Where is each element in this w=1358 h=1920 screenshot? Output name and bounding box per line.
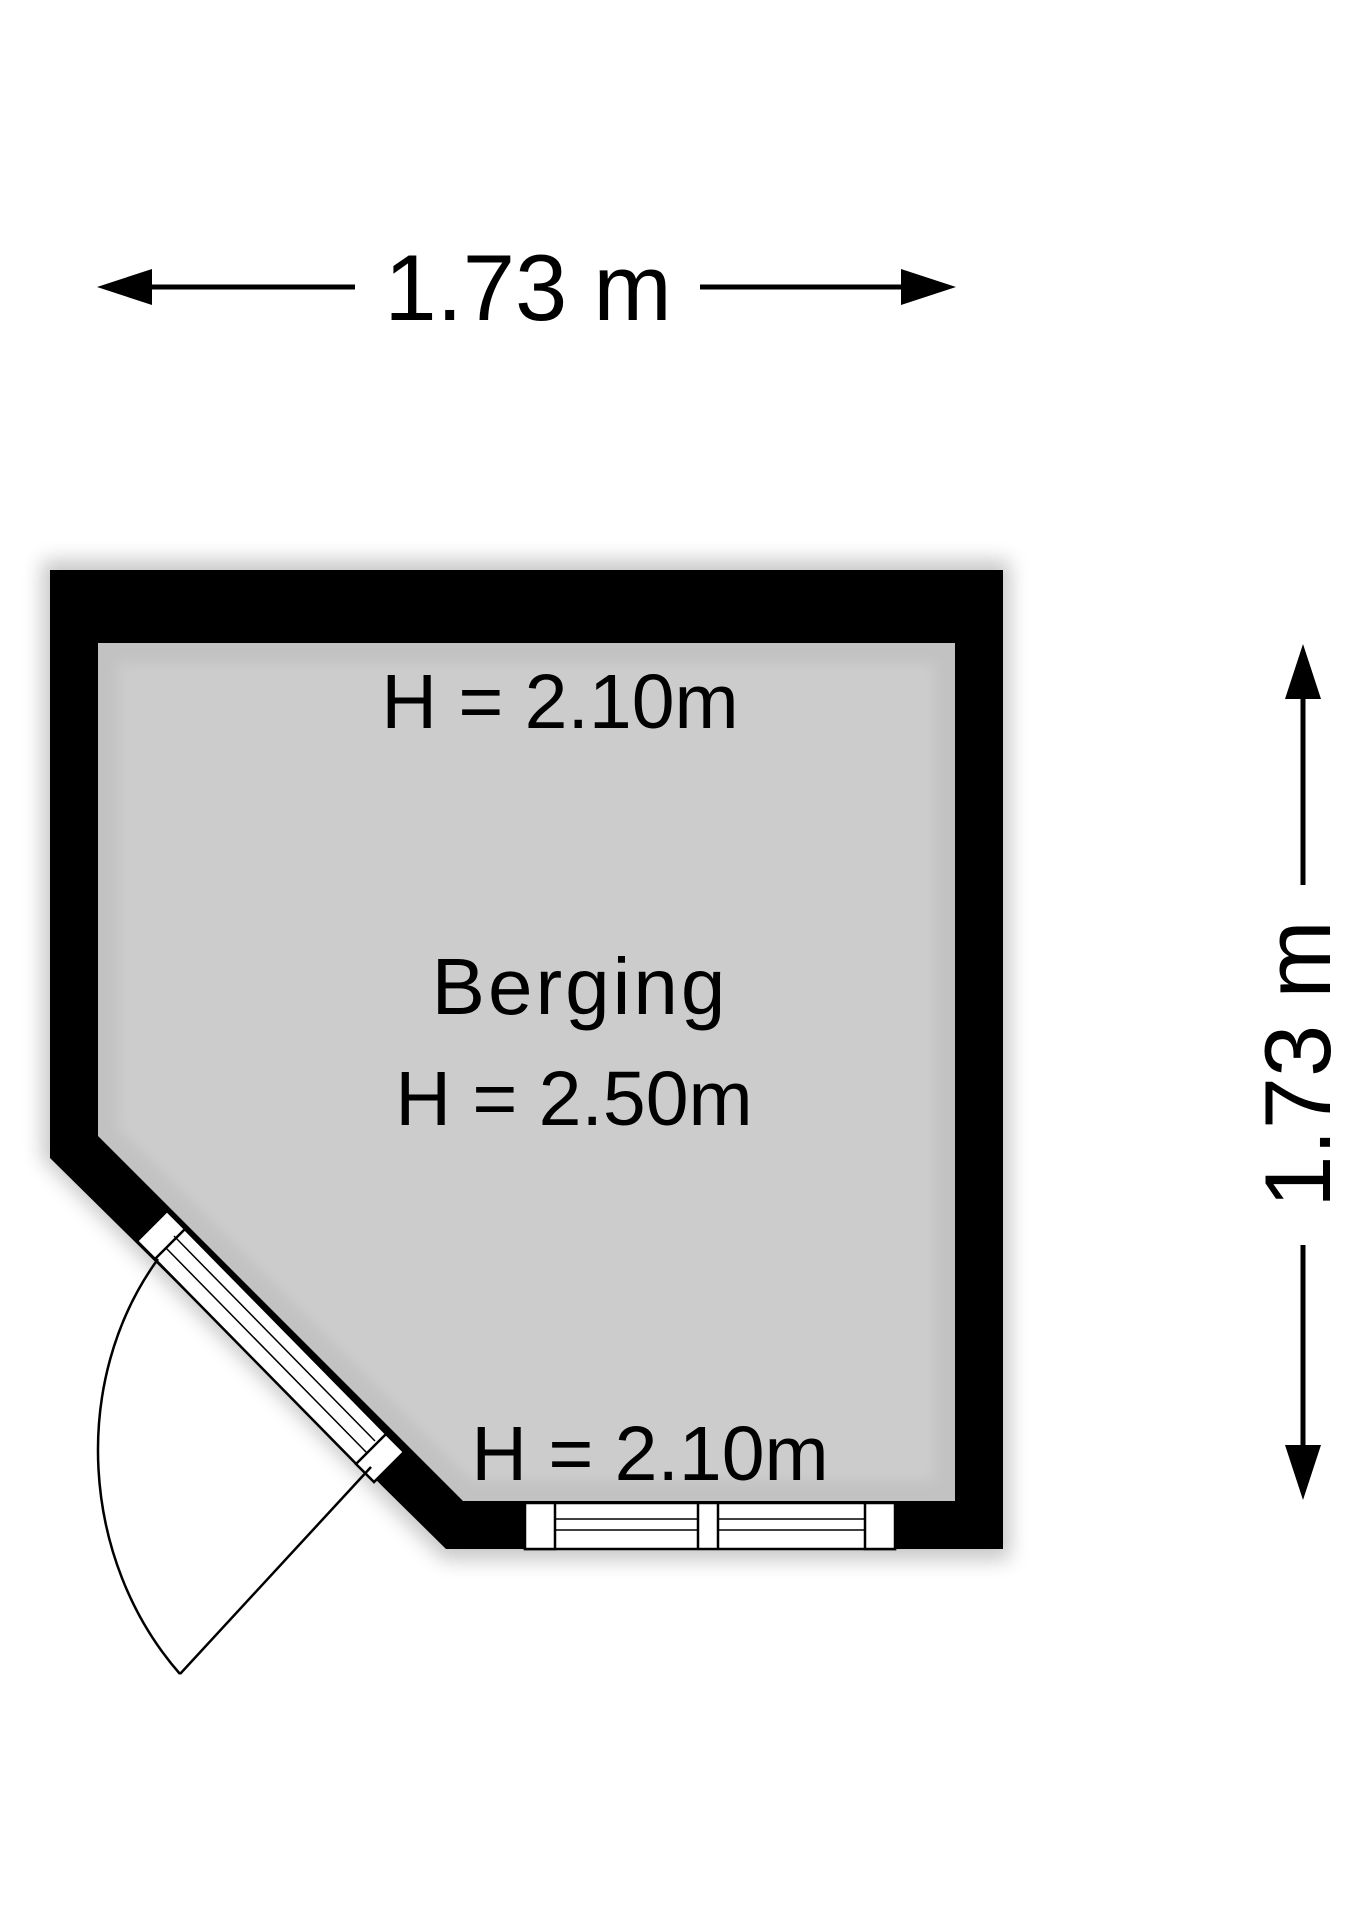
room-name: Berging [432, 942, 729, 1031]
ceiling-height-main: H = 2.50m [395, 1056, 752, 1142]
door-frame [135, 1209, 406, 1484]
depth-dimension: 1.73 m [1245, 644, 1350, 1500]
width-dimension: 1.73 m [97, 235, 956, 340]
ceiling-height-bottom: H = 2.10m [471, 1411, 828, 1497]
depth-label: 1.73 m [1245, 920, 1350, 1207]
width-label: 1.73 m [384, 235, 671, 340]
window [523, 1501, 897, 1551]
ceiling-height-top: H = 2.10m [381, 659, 738, 745]
door-swing [96, 1258, 372, 1675]
room-floor-inner [118, 663, 935, 1481]
